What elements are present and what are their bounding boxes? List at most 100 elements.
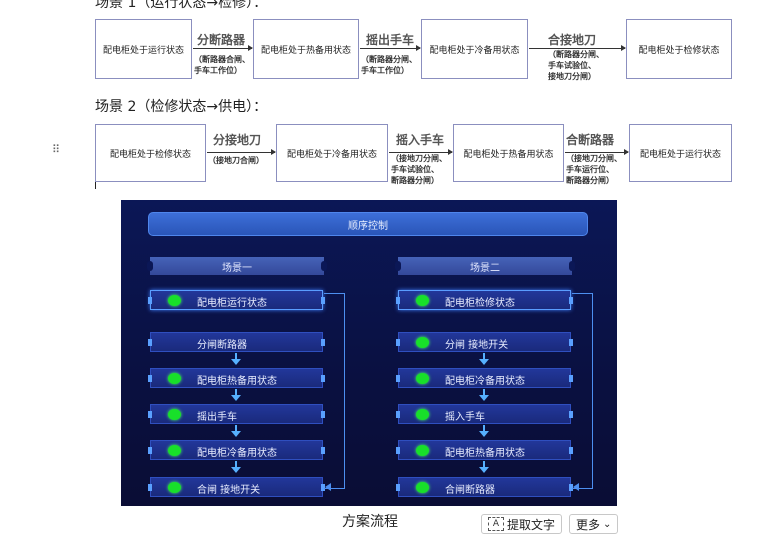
left-connector bbox=[235, 461, 237, 467]
sequence-control-diagram: 顺序控制 场景一 场景二 配电柜运行状态 分闸断路器 配电柜热备用状态 摇出手车… bbox=[121, 200, 617, 506]
right-step-4: 摇入手车 bbox=[396, 404, 573, 424]
scene2-op-3: 合断路器 bbox=[566, 133, 615, 147]
left-step-6-label: 合闸 接地开关 bbox=[197, 485, 261, 496]
right-step-2: 分闸 接地开关 bbox=[396, 332, 573, 352]
right-step-5-label: 配电柜热备用状态 bbox=[445, 448, 525, 459]
left-step-4: 摇出手车 bbox=[148, 404, 325, 424]
scene1-box-1: 配电柜处于运行状态 bbox=[95, 19, 192, 79]
left-step-2: 分闸断路器 bbox=[148, 332, 325, 352]
scene1-op-1: 分断路器 bbox=[197, 33, 246, 47]
scene1-box-2: 配电柜处于热备用状态 bbox=[253, 19, 359, 79]
scene2-note-2: （接地刀分闸、 手车试验位、 断路器分闸） bbox=[391, 153, 447, 186]
left-connector bbox=[235, 425, 237, 431]
left-step-1-label: 配电柜运行状态 bbox=[197, 298, 267, 309]
scene1-note-3-line-3: 接地刀分闸） bbox=[548, 72, 596, 81]
scene2-arrow-3 bbox=[565, 149, 629, 155]
scene1-note-2-line-2: 手车工作位） bbox=[361, 66, 409, 75]
left-step-2-label: 分闸断路器 bbox=[197, 340, 247, 351]
extract-text-button[interactable]: A 提取文字 bbox=[481, 514, 563, 534]
left-step-4-label: 摇出手车 bbox=[197, 412, 237, 423]
scene2-op-2: 摇入手车 bbox=[396, 133, 445, 147]
scene2-arrow-1 bbox=[207, 149, 276, 155]
right-step-6: 合闸断路器 bbox=[396, 477, 573, 497]
left-step-3-label: 配电柜热备用状态 bbox=[197, 376, 277, 387]
status-indicator-icon bbox=[168, 373, 181, 384]
left-connector bbox=[235, 389, 237, 395]
scene2-note-2-line-2: 手车试验位、 bbox=[391, 165, 439, 174]
scene1-op-3: 合接地刀 bbox=[548, 33, 597, 47]
left-step-3: 配电柜热备用状态 bbox=[148, 368, 325, 388]
more-button[interactable]: 更多 ⌄ bbox=[569, 514, 619, 534]
diagram-title: 顺序控制 bbox=[148, 212, 588, 236]
chevron-down-icon: ⌄ bbox=[603, 518, 612, 530]
extract-text-label: 提取文字 bbox=[507, 517, 556, 532]
right-loop-line bbox=[572, 293, 593, 489]
left-step-1: 配电柜运行状态 bbox=[148, 290, 325, 310]
left-step-5: 配电柜冷备用状态 bbox=[148, 440, 325, 460]
scene2-note-3-line-1: （接地刀分闸、 bbox=[566, 154, 622, 163]
scene2-box-1: 配电柜处于检修状态 bbox=[95, 124, 206, 182]
scene1-arrow-1 bbox=[193, 45, 253, 51]
drag-handle-icon[interactable]: ⠿ bbox=[52, 144, 62, 156]
status-indicator-icon bbox=[416, 295, 429, 306]
right-connector bbox=[483, 461, 485, 467]
scene1-note-2: （断路器分闸、 手车工作位） bbox=[361, 54, 417, 76]
diagram-left-header: 场景一 bbox=[147, 257, 327, 275]
right-step-6-label: 合闸断路器 bbox=[445, 485, 495, 496]
scene1-note-1: （断路器合闸、 手车工作位） bbox=[194, 54, 250, 76]
scene2-arrow-2 bbox=[389, 149, 453, 155]
text-recognition-icon: A bbox=[488, 517, 504, 531]
scene2-note-1: （接地刀合闸） bbox=[208, 155, 264, 166]
scene2-note-2-line-3: 断路器分闸） bbox=[391, 176, 439, 185]
scene2-heading: 场景 2（检修状态→供电）： bbox=[95, 99, 268, 115]
status-indicator-icon bbox=[168, 482, 181, 493]
left-loop-line bbox=[324, 293, 345, 489]
scene1-box-3: 配电柜处于冷备用状态 bbox=[421, 19, 528, 79]
status-indicator-icon bbox=[168, 409, 181, 420]
scene1-arrow-2 bbox=[360, 45, 421, 51]
scene1-op-2: 摇出手车 bbox=[366, 33, 415, 47]
right-loop-arrow-icon bbox=[573, 483, 579, 491]
down-arrow-icon bbox=[479, 395, 489, 401]
down-arrow-icon bbox=[479, 467, 489, 473]
scene1-note-1-line-2: 手车工作位） bbox=[194, 66, 242, 75]
right-connector bbox=[483, 425, 485, 431]
right-step-4-label: 摇入手车 bbox=[445, 412, 485, 423]
more-label: 更多 bbox=[576, 517, 601, 532]
down-arrow-icon bbox=[231, 359, 241, 365]
scene2-note-3-line-2: 手车运行位、 bbox=[566, 165, 614, 174]
status-indicator-icon bbox=[416, 337, 429, 348]
left-connector bbox=[235, 353, 237, 360]
scene1-heading: 场景 1（运行状态→检修）： bbox=[95, 0, 268, 11]
down-arrow-icon bbox=[479, 359, 489, 365]
status-indicator-icon bbox=[416, 445, 429, 456]
status-indicator-icon bbox=[168, 445, 181, 456]
scene2-op-1: 分接地刀 bbox=[213, 133, 262, 147]
scene1-box-4: 配电柜处于检修状态 bbox=[626, 19, 732, 79]
scene1-note-3-line-2: 手车试验位、 bbox=[548, 61, 596, 70]
right-step-3-label: 配电柜冷备用状态 bbox=[445, 376, 525, 387]
right-step-1-label: 配电柜检修状态 bbox=[445, 298, 515, 309]
scene2-note-2-line-1: （接地刀分闸、 bbox=[391, 154, 447, 163]
down-arrow-icon bbox=[231, 467, 241, 473]
scene2-note-3: （接地刀分闸、 手车运行位、 断路器分闸） bbox=[566, 153, 622, 186]
status-indicator-icon bbox=[168, 295, 181, 306]
scene2-box-3: 配电柜处于热备用状态 bbox=[453, 124, 564, 182]
status-indicator-icon bbox=[416, 373, 429, 384]
right-step-1: 配电柜检修状态 bbox=[396, 290, 573, 310]
status-indicator-icon bbox=[416, 482, 429, 493]
down-arrow-icon bbox=[231, 431, 241, 437]
scene1-note-3-line-1: （断路器分闸、 bbox=[548, 50, 604, 59]
down-arrow-icon bbox=[231, 395, 241, 401]
right-connector bbox=[483, 389, 485, 395]
scene2-note-3-line-3: 断路器分闸） bbox=[566, 176, 614, 185]
scene2-box-4: 配电柜处于运行状态 bbox=[629, 124, 732, 182]
scene1-note-1-line-1: （断路器合闸、 bbox=[194, 55, 250, 64]
figure-caption: 方案流程 bbox=[342, 514, 398, 530]
scene1-arrow-3 bbox=[529, 45, 626, 51]
right-step-3: 配电柜冷备用状态 bbox=[396, 368, 573, 388]
scene2-note-1-line-1: （接地刀合闸） bbox=[208, 156, 264, 165]
left-step-6: 合闸 接地开关 bbox=[148, 477, 325, 497]
right-connector bbox=[483, 353, 485, 360]
diagram-right-header: 场景二 bbox=[395, 257, 575, 275]
